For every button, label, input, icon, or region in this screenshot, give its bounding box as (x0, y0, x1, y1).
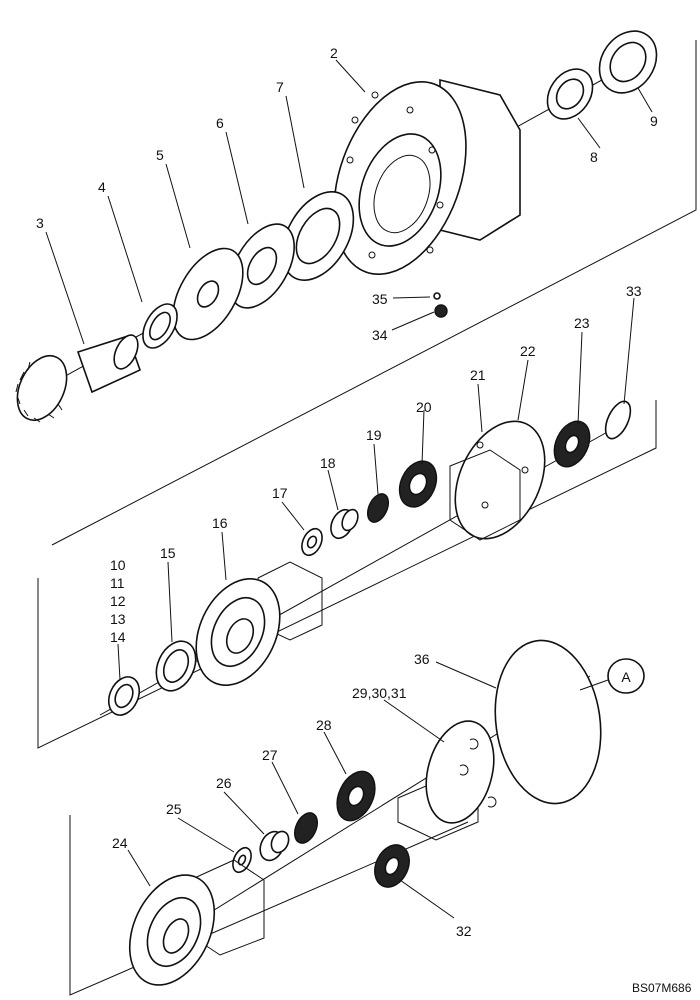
label-part-6: 6 (216, 115, 224, 131)
part-4-ring (142, 303, 178, 349)
label-part-3: 3 (36, 215, 44, 231)
label-part-28: 28 (316, 717, 332, 733)
label-part-23: 23 (574, 315, 590, 331)
label-part-32: 32 (456, 923, 472, 939)
label-part-14: 14 (110, 629, 126, 645)
label-part-4: 4 (98, 179, 106, 195)
part-26-spacer (259, 830, 290, 862)
label-part-21: 21 (470, 367, 486, 383)
label-part-12: 12 (110, 593, 126, 609)
label-part-24: 24 (112, 835, 128, 851)
part-32-planet-gear (374, 844, 410, 888)
part-18-spacer (330, 508, 359, 540)
part-9-seal (598, 30, 658, 94)
part-25-thrust-washer (232, 846, 252, 874)
label-part-7: 7 (276, 79, 284, 95)
part-6-shim (229, 223, 295, 309)
part-10-14-shim-set (107, 676, 141, 716)
label-part-13: 13 (110, 611, 126, 627)
part-19-needle-bearing (366, 493, 390, 523)
label-part-15: 15 (160, 545, 176, 561)
part-29-31-carrier-plate (397, 720, 497, 841)
part-24-planet-carrier (128, 859, 265, 986)
part-5-plate (172, 247, 244, 341)
part-8-bearing (546, 68, 594, 120)
part-15-thrust-ring (155, 640, 197, 692)
drawing-code: BS07M686 (632, 981, 692, 995)
lower-group-outline (69, 815, 469, 996)
part-2-housing (333, 78, 521, 275)
upper-group-outline (51, 40, 697, 546)
part-36-gasket (494, 639, 602, 805)
callout-a: A (579, 658, 645, 694)
part-21-carrier (449, 420, 546, 541)
label-part-11: 11 (110, 575, 125, 591)
label-part-20: 20 (416, 399, 432, 415)
label-part-35: 35 (372, 291, 388, 307)
part-7-bearing (281, 191, 355, 281)
label-part-27: 27 (262, 747, 278, 763)
label-part-16: 16 (212, 515, 228, 531)
label-part-25: 25 (166, 801, 182, 817)
part-27-needle-bearing (293, 812, 319, 844)
label-part-9: 9 (650, 113, 658, 129)
part-3-pinion-shaft (15, 334, 141, 423)
label-part-18: 18 (320, 455, 336, 471)
callout-a-text: A (621, 669, 631, 685)
part-labels: 2 3 4 5 6 7 8 9 35 34 33 23 22 21 20 19 … (36, 45, 658, 939)
label-part-33: 33 (626, 283, 642, 299)
part-20-sun-gear (398, 460, 438, 508)
leader-lines (45, 59, 653, 919)
middle-group-outline (37, 400, 657, 749)
label-part-2: 2 (330, 45, 338, 61)
part-33-snap-ring (604, 400, 632, 440)
part-17-thrust-washer (301, 527, 323, 557)
label-part-8: 8 (590, 149, 598, 165)
part-34-plug (434, 304, 448, 318)
label-part-36: 36 (414, 651, 430, 667)
label-part-34: 34 (372, 327, 388, 343)
part-16-planet-carrier (195, 561, 323, 687)
label-part-26: 26 (216, 775, 232, 791)
part-23-planet-gear (553, 420, 591, 468)
label-part-29-30-31: 29,30,31 (352, 685, 407, 701)
part-28-planet-gear (336, 770, 376, 822)
label-part-17: 17 (272, 485, 288, 501)
label-part-22: 22 (520, 343, 536, 359)
part-35-oring (433, 292, 441, 300)
label-part-19: 19 (366, 427, 382, 443)
label-part-5: 5 (156, 147, 164, 163)
label-part-10: 10 (110, 557, 126, 573)
